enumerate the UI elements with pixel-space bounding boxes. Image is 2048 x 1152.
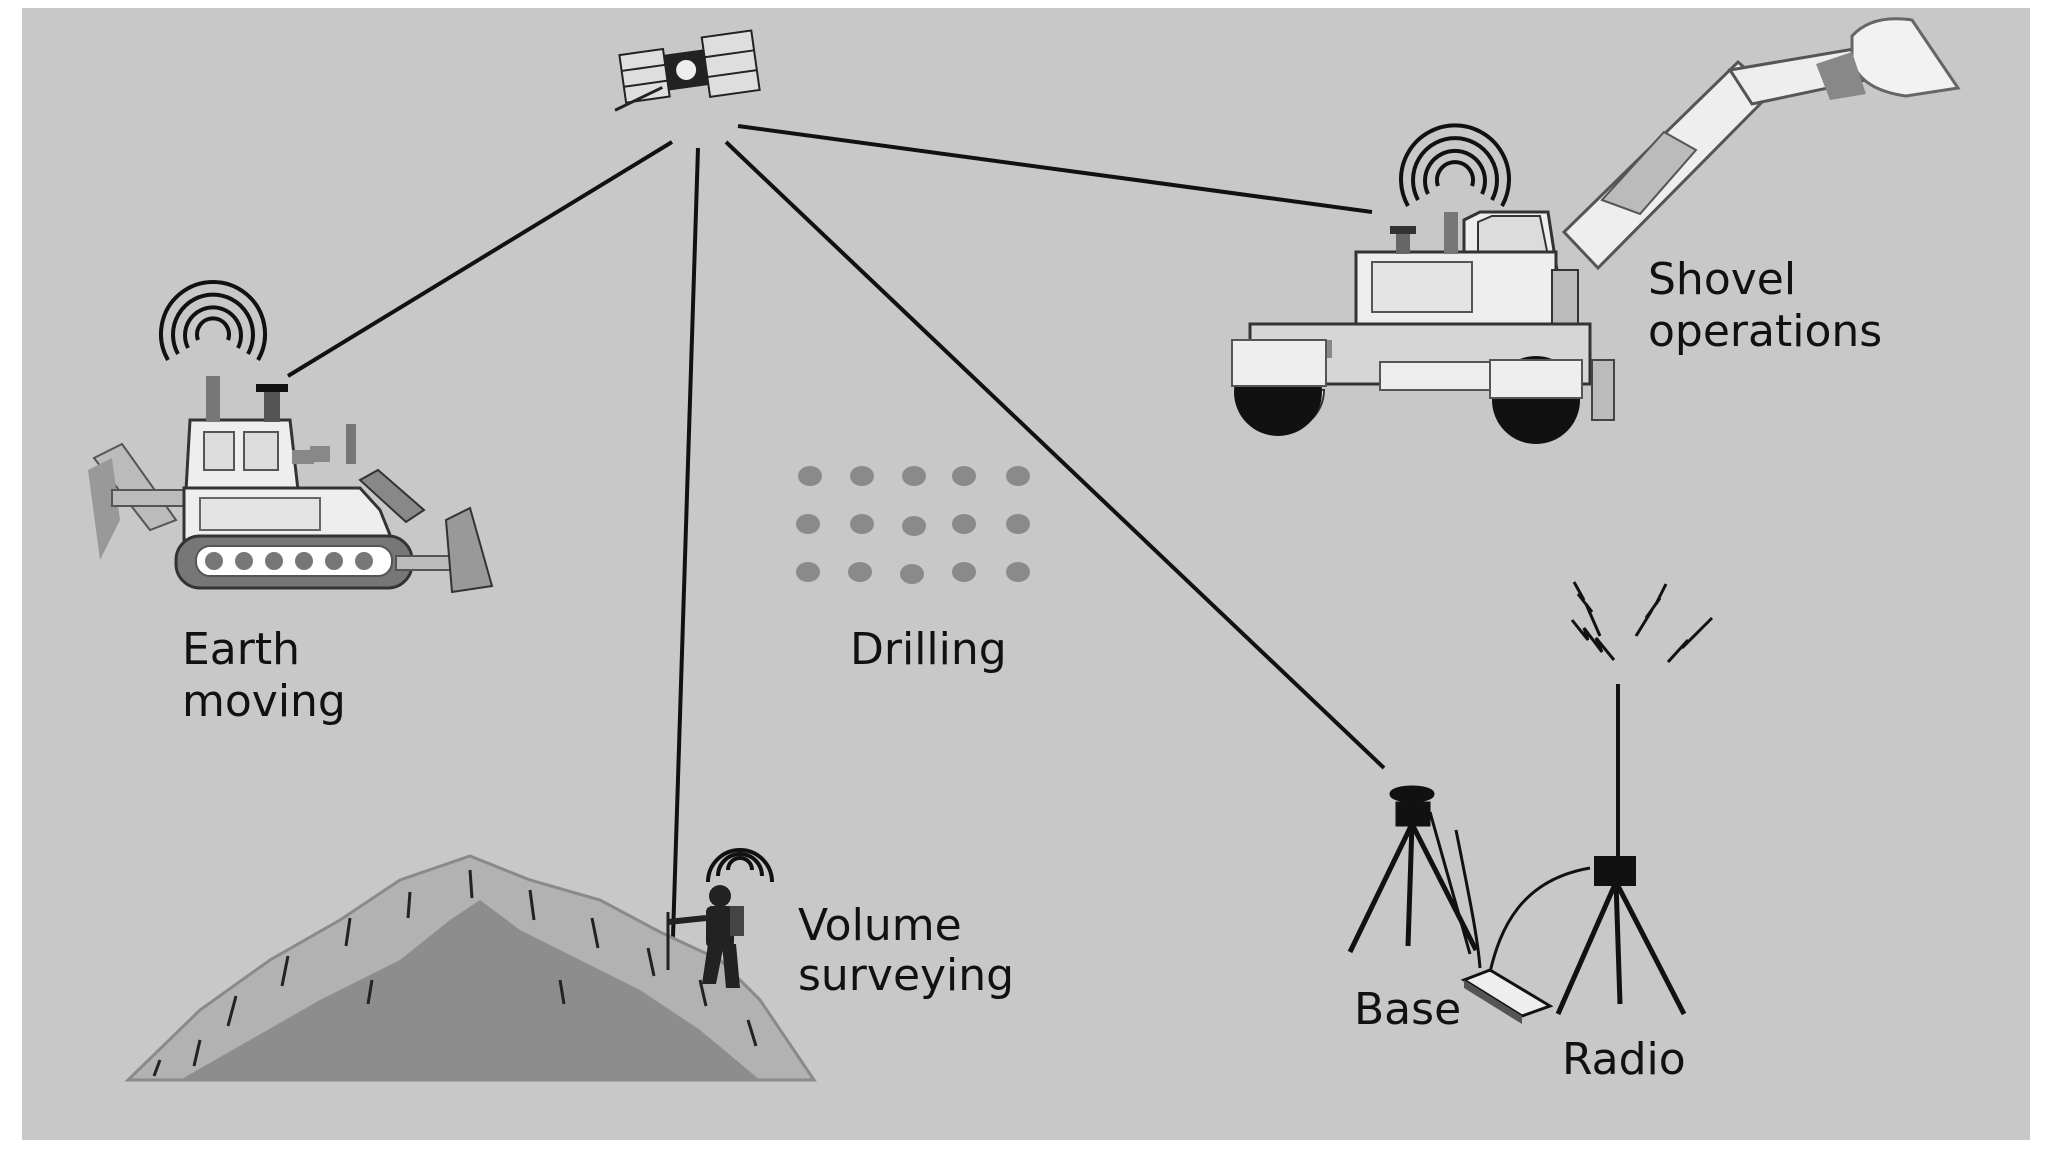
label-drilling: Drilling xyxy=(850,624,1007,675)
excavator-icon xyxy=(1231,17,1961,444)
label-earth-line1: Earth xyxy=(182,624,300,675)
satellite-links xyxy=(286,124,1386,969)
link-shovel xyxy=(737,124,1373,214)
satellite-icon xyxy=(614,29,761,112)
diagram-labels: Shovel operations Earth moving Drilling … xyxy=(182,254,1882,1085)
surveyor-icon xyxy=(666,885,744,988)
label-earth-line2: moving xyxy=(182,676,346,727)
signal-waves-icon xyxy=(706,848,774,883)
label-radio: Radio xyxy=(1562,1034,1686,1085)
link-earth-moving xyxy=(286,140,674,378)
radio-antenna-icon xyxy=(1555,581,1714,1016)
stockpile-icon xyxy=(124,854,817,1082)
receiver-box xyxy=(1454,829,1591,1024)
label-base: Base xyxy=(1354,984,1461,1035)
tripod-receiver-icon xyxy=(1347,785,1479,955)
signal-waves-icon xyxy=(1399,123,1511,207)
link-base xyxy=(724,140,1386,770)
bulldozer-icon xyxy=(88,376,494,594)
label-shovel-line1: Shovel xyxy=(1648,254,1796,305)
signal-waves-icon xyxy=(159,280,267,361)
drill-holes-icon xyxy=(796,466,1030,584)
link-volume-surveying xyxy=(670,147,700,969)
label-volume-line2: surveying xyxy=(798,950,1014,1001)
label-shovel-line2: operations xyxy=(1648,306,1882,357)
label-volume-line1: Volume xyxy=(798,900,962,951)
